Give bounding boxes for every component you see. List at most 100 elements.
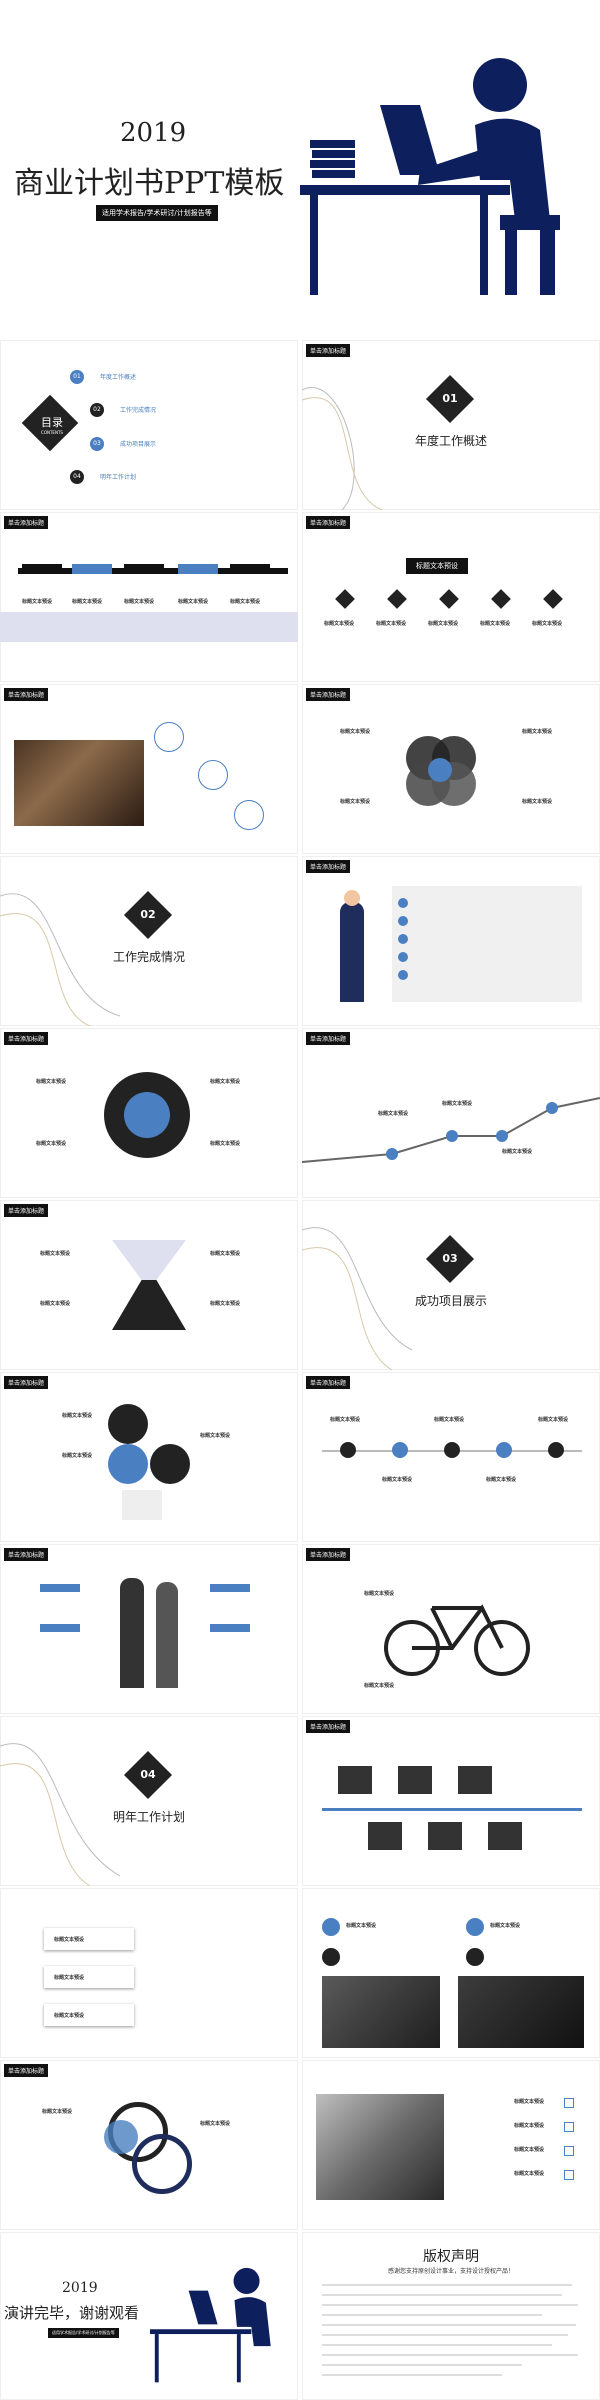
section-slide-4: 04 明年工作计划 [0,1716,298,1886]
ending-subtitle: 适用学术报告/学术研讨/计划报告等 [48,2328,119,2338]
woman-silhouette [156,1582,178,1688]
card-heading: 标题文本预设 [54,1975,85,1981]
cover-title: 商业计划书PPT模板 [14,166,285,201]
photo-circles-slide: 单击添加标题 [0,684,298,854]
copyright-subtitle: 感谢您支持原创设计事业，支持设计授权产品！ [387,2268,514,2275]
ring-heading: 标题文本预设 [210,1141,241,1147]
icons-slide: 单击添加标题 标题文本预设 标题文本预设 标题文本预设 标题文本预设 标题文本预… [302,512,600,682]
slide-tag: 单击添加标题 [4,516,49,529]
toc-item-1[interactable]: 年度工作概述 [100,374,137,381]
man-silhouette [120,1578,144,1688]
zigzag-slide: 单击添加标题 标题文本预设 标题文本预设 标题文本预设 标题文本预设 标题文本预… [302,1372,600,1542]
section-title: 明年工作计划 [112,1810,185,1824]
slide-tag: 单击添加标题 [4,1548,49,1561]
person-at-desk-illustration [300,58,560,295]
cover-subtitle: 适用学术报告/学术研讨/计划报告等 [96,205,218,221]
stack-icons-slide: 单击添加标题 标题文本预设 标题文本预设 标题文本预设 [0,1372,298,1542]
check-heading: 标题文本预设 [514,2147,545,2153]
heading-box: 标题文本预设 [406,558,468,574]
hourglass-heading: 标题文本预设 [40,1301,71,1307]
ribbon-heading: 标题文本预设 [22,599,53,605]
check-heading: 标题文本预设 [514,2123,545,2129]
businessman-list-slide: 单击添加标题 [302,856,600,1026]
checklist-slide: 标题文本预设 标题文本预设 标题文本预设 标题文本预设 [302,2060,600,2230]
slide-tag: 单击添加标题 [306,1376,351,1389]
section-num: 04 [140,1768,156,1781]
ending-year: 2019 [62,2280,98,2296]
growth-line [302,1097,600,1163]
slide-tag: 单击添加标题 [4,2064,49,2077]
toc-item-2[interactable]: 工作完成情况 [120,407,157,414]
toc-item-3[interactable]: 成功项目展示 [120,441,157,448]
check-heading: 标题文本预设 [514,2171,545,2177]
growth-line-slide: 单击添加标题 标题文本预设 标题文本预设 标题文本预设 [302,1028,600,1198]
venn-heading: 标题文本预设 [522,799,553,805]
hourglass-heading: 标题文本预设 [210,1251,241,1257]
section-num: 01 [442,392,458,405]
icon-heading: 标题文本预设 [480,621,511,627]
growth-heading: 标题文本预设 [442,1101,473,1107]
icon-heading: 标题文本预设 [324,621,355,627]
ribbon-heading: 标题文本预设 [178,599,209,605]
slide-tag: 单击添加标题 [306,344,351,357]
venn-heading: 标题文本预设 [340,729,371,735]
section-slide-1: 单击添加标题 01 年度工作概述 [302,340,600,510]
icon-heading: 标题文本预设 [376,621,407,627]
section-num: 03 [442,1252,458,1265]
bicycle-slide: 单击添加标题 标题文本预设 标题文本预设 [302,1544,600,1714]
slide-tag: 单击添加标题 [4,1032,49,1045]
slide-tag: 单击添加标题 [306,516,351,529]
toc-label-en: CONTENTS [41,430,63,435]
stack-heading: 标题文本预设 [62,1453,93,1459]
bicycle-heading: 标题文本预设 [364,1683,395,1689]
slide-tag: 单击添加标题 [306,1720,351,1733]
zigzag-heading: 标题文本预设 [538,1417,569,1423]
device-photos-slide: 标题文本预设 标题文本预设 [302,1888,600,2058]
venn-heading: 标题文本预设 [340,799,371,805]
venn-heading: 标题文本预设 [522,729,553,735]
zigzag-heading: 标题文本预设 [382,1477,413,1483]
folded-cards-slide: 标题文本预设 标题文本预设 标题文本预设 [0,1888,298,2058]
decorative-lines [302,387,383,510]
person-at-desk-illustration [150,2267,271,2383]
zigzag-heading: 标题文本预设 [486,1477,517,1483]
hourglass-heading: 标题文本预设 [210,1301,241,1307]
toc-item-2-num: 02 [93,406,101,413]
cover-year: 2019 [120,118,187,148]
ribbon-heading: 标题文本预设 [124,599,155,605]
circles-chain-slide: 单击添加标题 标题文本预设 标题文本预设 [0,2060,298,2230]
section-title: 成功项目展示 [414,1294,487,1308]
toc-item-4-num: 04 [73,473,81,480]
icon-heading: 标题文本预设 [532,621,563,627]
decorative-lines [0,1743,121,1886]
decorative-lines [0,893,121,1026]
chain-heading: 标题文本预设 [42,2109,73,2115]
chain-heading: 标题文本预设 [200,2121,231,2127]
photo-ring-slide: 单击添加标题 标题文本预设 标题文本预设 标题文本预设 标题文本预设 [0,1028,298,1198]
device-heading: 标题文本预设 [490,1923,521,1929]
slide-tag: 单击添加标题 [4,1204,49,1217]
toc-item-4[interactable]: 明年工作计划 [100,474,137,481]
section-title: 年度工作概述 [414,434,487,448]
bicycle-icon [384,1604,530,1676]
stack-heading: 标题文本预设 [62,1413,93,1419]
timeline-slide: 单击添加标题 [302,1716,600,1886]
decorative-lines [302,1227,413,1370]
slide-tag: 单击添加标题 [306,1548,351,1561]
card-heading: 标题文本预设 [54,1937,85,1943]
slide-tag: 单击添加标题 [4,1376,49,1389]
bicycle-heading: 标题文本预设 [364,1591,395,1597]
section-num: 02 [140,908,156,921]
businessman-figure [340,902,364,1002]
ending-title: 演讲完毕，谢谢观看 [4,2304,140,2322]
copyright-slide: 版权声明 感谢您支持原创设计事业，支持设计授权产品！ [302,2232,600,2400]
hands-keyboard-photo [316,2094,444,2200]
ribbons-slide: 单击添加标题 标题文本预设 标题文本预设 标题文本预设 标题文本预设 标题文本预… [0,512,298,682]
hourglass-slide: 单击添加标题 标题文本预设 标题文本预设 标题文本预设 标题文本预设 [0,1200,298,1370]
toc-item-3-num: 03 [93,440,101,447]
cover-slide: 2019 商业计划书PPT模板 适用学术报告/学术研讨/计划报告等 [0,0,600,330]
ribbon-heading: 标题文本预设 [72,599,103,605]
ending-slide: 2019 演讲完毕，谢谢观看 适用学术报告/学术研讨/计划报告等 [0,2232,298,2400]
stack-heading: 标题文本预设 [200,1433,231,1439]
toc-item-1-num: 01 [73,373,81,380]
